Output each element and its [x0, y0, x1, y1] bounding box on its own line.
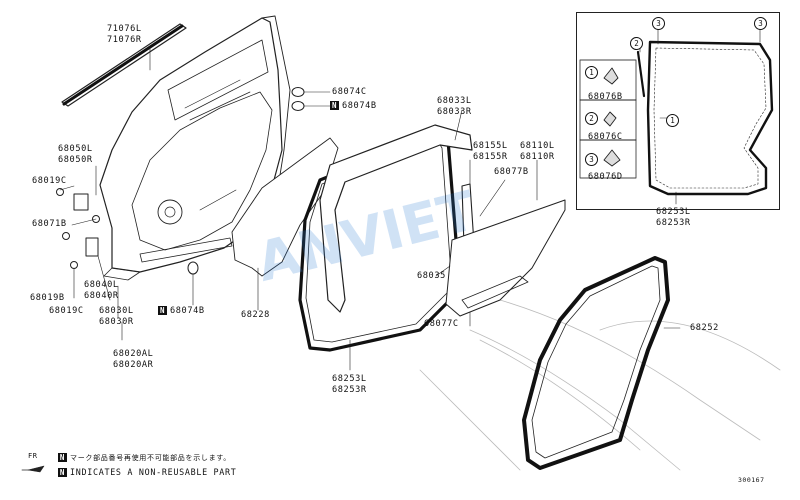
callout-2: 2	[585, 112, 598, 125]
label-bolt-c-alt: 68019C	[49, 306, 84, 316]
non-reusable-mark: N	[58, 468, 67, 477]
callout-2: 2	[630, 37, 643, 50]
label-bolt-b: 68019B	[30, 293, 65, 303]
label-film: 68228	[241, 310, 270, 320]
leader-lines	[59, 47, 681, 371]
label-plug-c: 68074C	[332, 87, 367, 97]
callout-3: 3	[754, 17, 767, 30]
fr-label: FR	[28, 452, 38, 460]
door-hardware	[56, 188, 100, 269]
callout-1: 1	[666, 114, 679, 127]
label-clip-c: 68077C	[424, 319, 459, 329]
opening-seal	[522, 256, 670, 470]
inset-panel	[576, 12, 780, 210]
callout-3: 3	[652, 17, 665, 30]
non-reusable-mark: N	[58, 453, 67, 462]
non-reusable-mark: N	[330, 101, 339, 110]
label-bolt-c: 68019C	[32, 176, 67, 186]
inset-weatherstrip	[646, 40, 774, 196]
label-inset-clip-d: 68076D	[588, 172, 623, 182]
label-inset-clip-c: 68076C	[588, 132, 623, 142]
label-channel-35: 68035	[417, 271, 446, 281]
diagram-code: 300167	[738, 476, 765, 484]
callout-3: 3	[585, 153, 598, 166]
door-sash	[319, 124, 473, 313]
fr-arrow	[27, 465, 45, 473]
window-molding	[61, 23, 187, 107]
label-opening-seal: 68252	[690, 323, 719, 333]
plug-68074b-lower	[187, 261, 199, 275]
waterproof-film	[231, 137, 339, 277]
door-panel	[99, 15, 291, 281]
label-clip-b: 68077B	[494, 167, 529, 177]
label-68071b: 68071B	[32, 219, 67, 229]
plug-68074b	[291, 101, 305, 111]
callout-1: 1	[585, 66, 598, 79]
plug-68074c	[291, 87, 305, 97]
inset-clip-boxes	[579, 59, 637, 179]
label-inset-clip-b: 68076B	[588, 92, 623, 102]
car-body-outline	[419, 299, 781, 471]
door-glass	[445, 199, 566, 317]
non-reusable-mark: N	[158, 306, 167, 315]
